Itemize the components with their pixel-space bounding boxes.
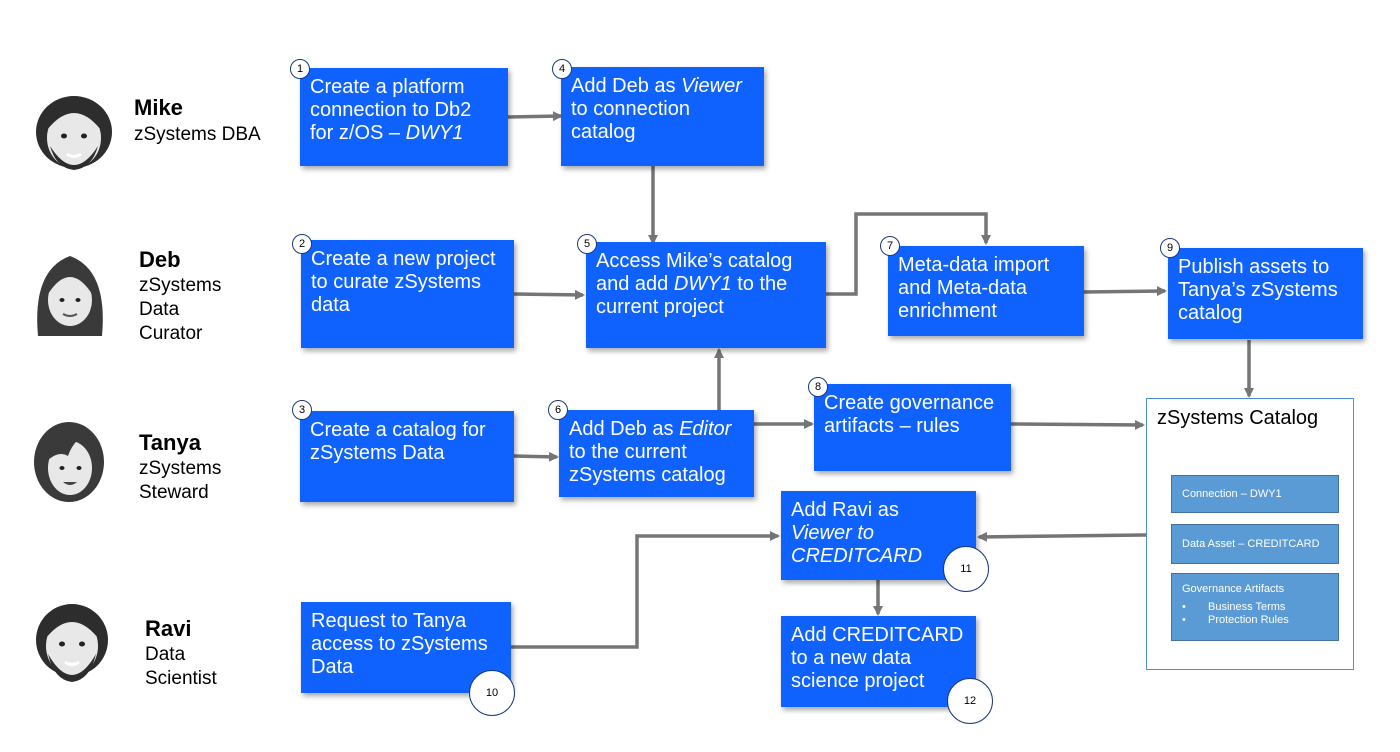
step-9-box: Publish assets to Tanya’s zSystems catal… — [1168, 248, 1363, 339]
catalog-item-label: Data Asset – CREDITCARD — [1182, 538, 1320, 550]
step-8-text: Create governance artifacts – rules — [824, 392, 995, 437]
tanya-avatar-icon — [34, 422, 104, 502]
arrow-1-to-4 — [507, 111, 563, 122]
arrow-3-to-6 — [513, 451, 559, 462]
persona-name-ravi: Ravi — [145, 616, 192, 641]
step-3-box: Create a catalog for zSystems Data — [300, 411, 514, 502]
step-2-number: 2 — [292, 234, 312, 254]
step-2-text: Create a new project to curate zSystems … — [311, 248, 496, 316]
mike-avatar-icon — [36, 96, 112, 170]
deb-avatar-icon — [37, 256, 103, 336]
catalog-title: zSystems Catalog — [1157, 407, 1319, 429]
bullet-protection-rules: Protection Rules — [1182, 614, 1328, 627]
step-6-number: 6 — [548, 400, 568, 420]
step-8-number: 8 — [808, 377, 828, 397]
step-6-text: Add Deb as Editor to the current zSystem… — [569, 418, 732, 486]
step-9-number: 9 — [1160, 238, 1180, 258]
bullet-business-terms: Business Terms — [1182, 601, 1328, 614]
zsystems-catalog-panel: zSystems Catalog Connection – DWY1 Data … — [1146, 398, 1354, 670]
step-7-text: Meta-data import and Meta-data enrichmen… — [898, 254, 1050, 322]
step-12-box: Add CREDITCARD to a new data science pro… — [781, 616, 976, 707]
persona-name-mike: Mike — [134, 95, 183, 120]
persona-name-deb: Deb — [139, 247, 181, 272]
catalog-item-data-asset: Data Asset – CREDITCARD — [1171, 524, 1339, 564]
step-2-box: Create a new project to curate zSystems … — [301, 240, 514, 348]
step-8-box: Create governance artifacts – rules — [814, 384, 1011, 471]
step-11-number: 11 — [943, 546, 989, 592]
persona-role-tanya: zSystems Steward — [139, 458, 222, 503]
step-1-box: Create a platform connection to Db2 for … — [300, 68, 508, 166]
step-4-box: Add Deb as Viewer to connection catalog — [561, 67, 764, 166]
persona-name-tanya: Tanya — [139, 430, 201, 455]
step-1-text: Create a platform connection to Db2 for … — [310, 76, 472, 144]
arrow-10-to-11 — [479, 531, 780, 649]
step-5-number: 5 — [577, 234, 597, 254]
arrow-7-to-9 — [1083, 286, 1167, 297]
catalog-item-governance: Governance Artifacts Business Terms Prot… — [1171, 573, 1339, 641]
step-4-number: 4 — [552, 59, 572, 79]
step-5-text: Access Mike’s catalog and add DWY1 to th… — [596, 250, 793, 318]
persona-role-deb: zSystems Data Curator — [139, 275, 222, 344]
catalog-item-label: Connection – DWY1 — [1182, 488, 1282, 500]
catalog-item-connection: Connection – DWY1 — [1171, 475, 1339, 513]
ravi-avatar-icon — [36, 604, 108, 682]
step-3-text: Create a catalog for zSystems Data — [310, 419, 486, 464]
persona-role-ravi: Data Scientist — [145, 644, 217, 689]
step-5-box: Access Mike’s catalog and add DWY1 to th… — [586, 242, 826, 348]
step-3-number: 3 — [292, 400, 312, 420]
step-10-number: 10 — [469, 670, 515, 716]
step-12-number: 12 — [947, 678, 993, 724]
governance-bullet-list: Business Terms Protection Rules — [1182, 601, 1328, 627]
persona-role-mike: zSystems DBA — [134, 124, 261, 145]
step-7-number: 7 — [880, 236, 900, 256]
arrow-5-to-7 — [826, 212, 991, 296]
arrow-catalog-to-11 — [977, 531, 1147, 542]
step-9-text: Publish assets to Tanya’s zSystems catal… — [1178, 256, 1338, 324]
arrow-2-to-5 — [513, 289, 585, 300]
step-1-number: 1 — [290, 59, 310, 79]
step-10-text: Request to Tanya access to zSystems Data — [311, 610, 488, 678]
step-4-text: Add Deb as Viewer to connection catalog — [571, 75, 742, 143]
step-6-box: Add Deb as Editor to the current zSystem… — [559, 410, 754, 497]
step-7-box: Meta-data import and Meta-data enrichmen… — [888, 246, 1084, 336]
arrow-8-to-catalog — [1010, 419, 1145, 430]
catalog-item-label: Governance Artifacts — [1182, 583, 1285, 595]
step-12-text: Add CREDITCARD to a new data science pro… — [791, 624, 964, 692]
